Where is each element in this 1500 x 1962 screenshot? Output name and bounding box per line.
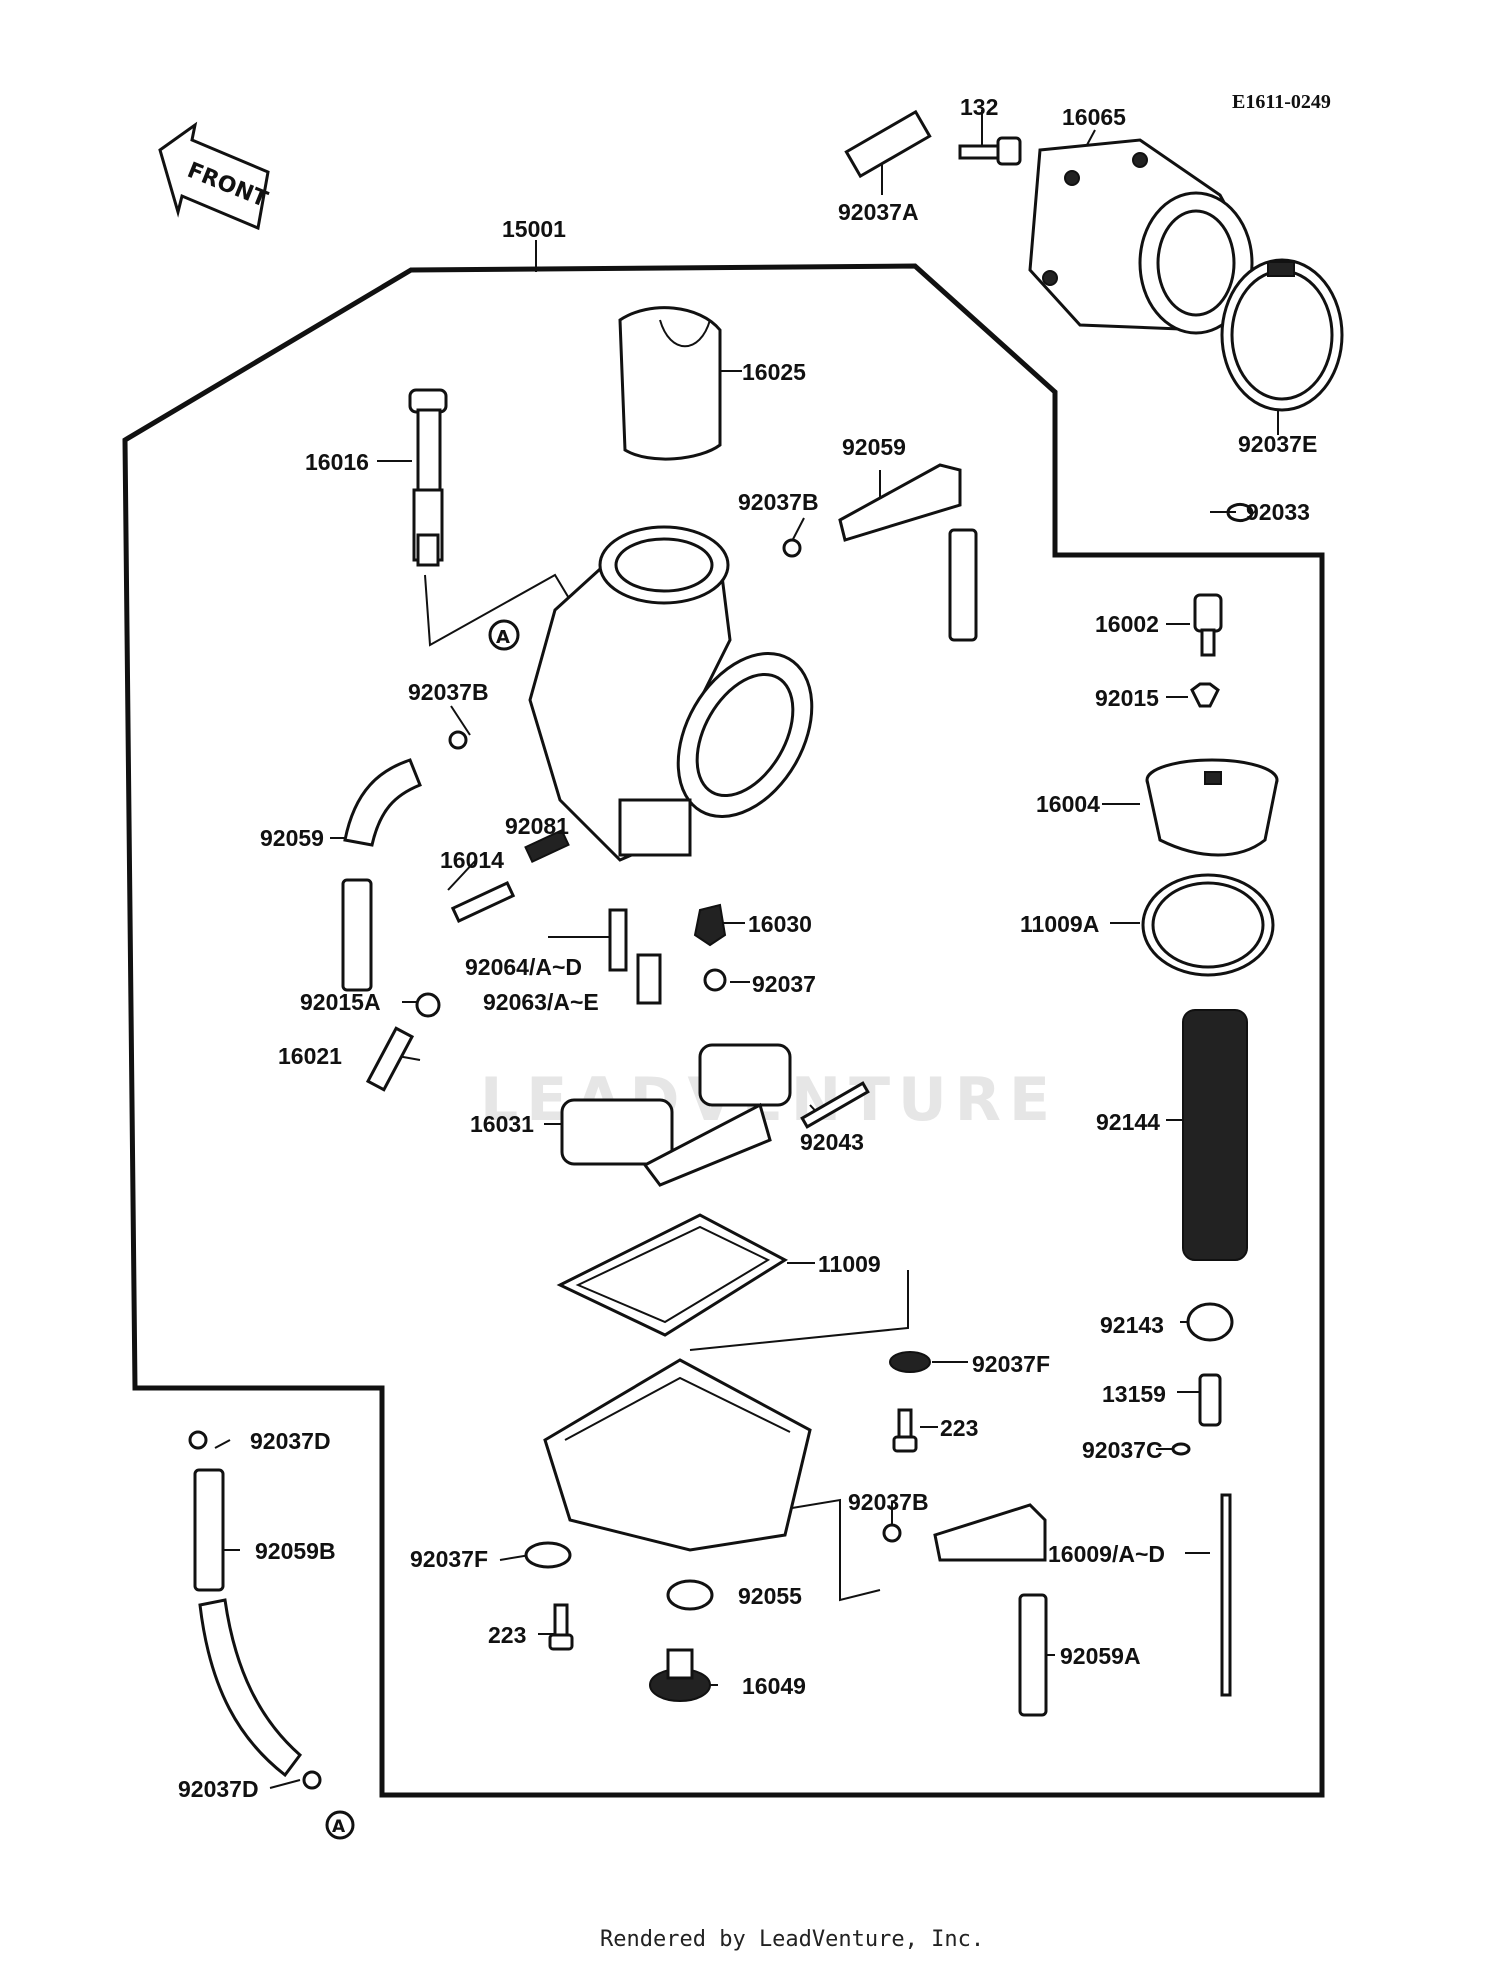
hose-92059-top — [838, 463, 978, 642]
label-16002: 16002 — [1095, 611, 1159, 637]
clip-92033 — [1226, 503, 1254, 522]
label-16031: 16031 — [470, 1111, 534, 1137]
needle-jet-92064 — [608, 908, 628, 972]
label-16065: 16065 — [1062, 104, 1126, 130]
label-16025: 16025 — [742, 359, 806, 385]
fitting-13159 — [1198, 1373, 1222, 1427]
kit-outline-frame — [122, 263, 1325, 1798]
float-bowl — [543, 1358, 812, 1552]
label-92043: 92043 — [800, 1129, 864, 1155]
label-92015A: 92015A — [300, 989, 381, 1015]
spring-92144 — [1182, 1009, 1248, 1261]
label-92055: 92055 — [738, 1583, 802, 1609]
label-15001: 15001 — [502, 216, 566, 242]
cap-16002 — [1193, 593, 1223, 657]
clip-92037D-bottom — [302, 1770, 322, 1790]
front-arrow-icon: FRONT — [158, 121, 271, 231]
label-92015: 92015 — [1095, 685, 1159, 711]
bracket-92037A — [844, 109, 932, 179]
bracket-92037F-right — [889, 1351, 931, 1373]
label-92037D-top: 92037D — [250, 1428, 331, 1454]
pin-92043 — [800, 1081, 870, 1129]
label-11009: 11009 — [818, 1251, 881, 1277]
bolt-223-left — [548, 1603, 574, 1651]
ref-marker-A-top: A — [488, 619, 520, 651]
cap-92143 — [1186, 1302, 1234, 1342]
label-16016: 16016 — [305, 449, 369, 475]
o-ring-92055 — [666, 1579, 714, 1611]
label-92037B-left: 92037B — [408, 679, 489, 705]
label-92059B: 92059B — [255, 1538, 336, 1564]
hose-92059B — [193, 1468, 225, 1592]
label-16021: 16021 — [278, 1043, 342, 1069]
clamp-92037E — [1220, 258, 1344, 412]
adjuster-16016 — [408, 388, 448, 567]
bolt-132 — [958, 136, 1022, 166]
nut-92015 — [1190, 682, 1220, 708]
jet-16030 — [693, 903, 727, 947]
main-jet-92063 — [636, 953, 662, 1005]
manifold-16065 — [1028, 138, 1254, 335]
svg-text:A: A — [496, 627, 510, 648]
carburetor-body — [528, 525, 814, 862]
label-92059A: 92059A — [1060, 1643, 1141, 1669]
label-92037C: 92037C — [1082, 1437, 1163, 1463]
label-223-right: 223 — [940, 1415, 978, 1441]
label-92143: 92143 — [1100, 1312, 1164, 1338]
clip-92037B-top — [782, 538, 802, 558]
label-92037: 92037 — [752, 971, 816, 997]
clip-92037B-left — [448, 730, 468, 750]
clip-92037D-top — [188, 1430, 208, 1450]
gasket-11009 — [556, 1213, 789, 1337]
ref-marker-A-bottom: A — [325, 1810, 355, 1840]
label-16049: 16049 — [742, 1673, 806, 1699]
label-16009: 16009/A~D — [1048, 1541, 1165, 1567]
label-92081: 92081 — [505, 813, 569, 839]
label-92059-left: 92059 — [260, 825, 324, 851]
clip-92037B-bottom — [882, 1523, 902, 1543]
hose-92059A — [933, 1503, 1048, 1717]
label-223-left: 223 — [488, 1622, 526, 1648]
label-92059-top: 92059 — [842, 434, 906, 460]
needle-16009 — [1220, 1493, 1232, 1697]
clip-92037C — [1171, 1442, 1191, 1456]
label-16004: 16004 — [1036, 791, 1100, 817]
label-16030: 16030 — [748, 911, 812, 937]
screw-16014 — [450, 880, 516, 924]
clip-92037 — [703, 968, 727, 992]
spring-92081 — [524, 828, 570, 864]
label-92037F-right: 92037F — [972, 1351, 1050, 1377]
label-92037A: 92037A — [838, 199, 919, 225]
label-92037E: 92037E — [1238, 431, 1317, 457]
label-92144: 92144 — [1096, 1109, 1160, 1135]
cap-16004 — [1145, 758, 1279, 857]
label-92037D-bottom: 92037D — [178, 1776, 259, 1802]
label-92063: 92063/A~E — [483, 989, 599, 1015]
bracket-92037F-left — [524, 1541, 572, 1569]
hose-92059-bottom-left — [198, 1598, 303, 1778]
label-132: 132 — [960, 94, 998, 120]
label-16014: 16014 — [440, 847, 504, 873]
label-92033: 92033 — [1246, 499, 1310, 525]
float-16031 — [560, 1043, 792, 1187]
label-92037F-left: 92037F — [410, 1546, 488, 1572]
bolt-223-right — [892, 1408, 918, 1453]
footer-credit: Rendered by LeadVenture, Inc. — [600, 1927, 984, 1952]
diagram-code: E1611-0249 — [1232, 91, 1331, 113]
label-92064: 92064/A~D — [465, 954, 582, 980]
plug-16049 — [649, 1648, 711, 1702]
svg-text:A: A — [332, 1817, 346, 1837]
hose-92059-left — [341, 758, 422, 992]
label-92037B-top: 92037B — [738, 489, 819, 515]
label-92037B-bottom: 92037B — [848, 1489, 929, 1515]
gasket-11009A — [1141, 873, 1275, 977]
nut-92015A — [415, 992, 441, 1018]
screw-16021 — [365, 1026, 415, 1092]
label-11009A: 11009A — [1020, 911, 1099, 937]
part-labels: 132 16065 92037A 15001 16025 16016 92037… — [178, 94, 1317, 1802]
cap-16025 — [618, 306, 722, 461]
label-13159: 13159 — [1102, 1381, 1166, 1407]
